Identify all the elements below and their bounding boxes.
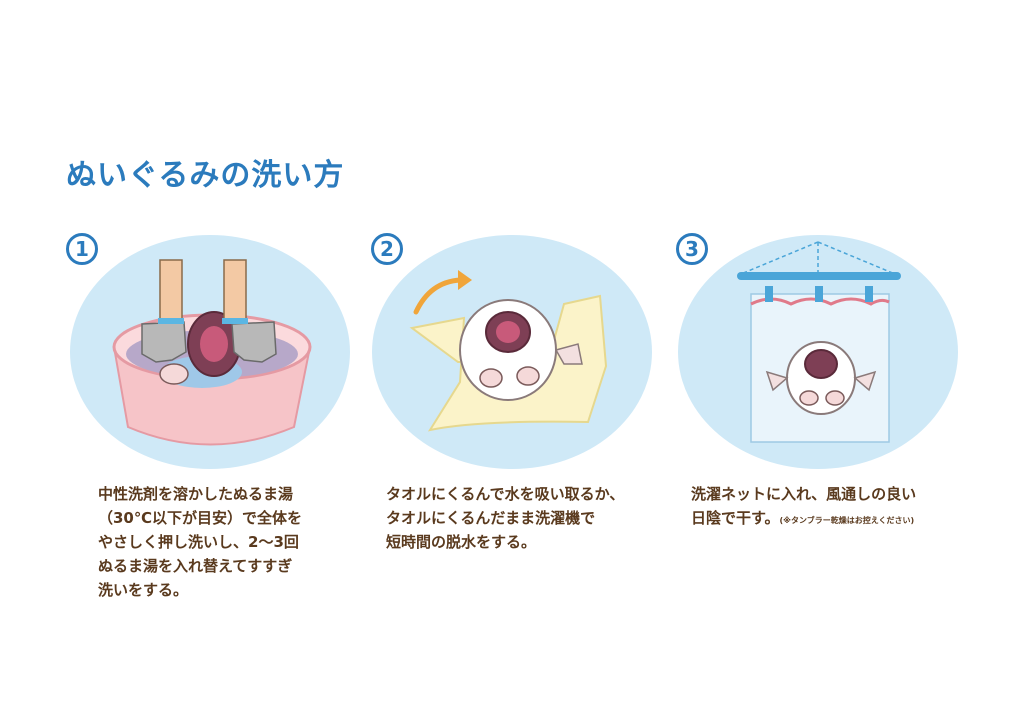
step-3-description: 洗濯ネットに入れ、風通しの良い 日陰で干す。(※タンブラー乾燥はお控えください)	[691, 482, 916, 533]
left-glove-cuff	[158, 318, 184, 324]
clip	[865, 286, 873, 302]
right-glove	[231, 321, 277, 363]
right-glove-cuff	[222, 318, 248, 324]
step-1-description: 中性洗剤を溶かしたぬるま湯 （30℃以下が目安）で全体を やさしく押し洗いし、2…	[98, 482, 302, 602]
clip	[815, 286, 823, 302]
hanger-bar	[737, 272, 901, 280]
plush-mouth-inner	[200, 326, 228, 362]
plush-wing-right	[853, 370, 877, 392]
plush-mouth	[804, 349, 838, 379]
roll-arrow-head	[458, 270, 472, 290]
step-1-line: ぬるま湯を入れ替えてすすぎ	[98, 557, 293, 575]
clip	[765, 286, 773, 302]
plush-foot-right	[825, 390, 845, 406]
step-1-line: やさしく押し洗いし、2〜3回	[98, 533, 299, 551]
plush-wing	[554, 343, 583, 365]
tumble-dry-note: (※タンブラー乾燥はお控えください)	[779, 516, 915, 525]
step-3-line-text: 日陰で干す。	[691, 509, 780, 527]
plush-mouth-inner	[496, 321, 520, 343]
page-title: ぬいぐるみの洗い方	[66, 158, 345, 193]
step-3-illustration	[678, 235, 958, 469]
step-1-illustration	[70, 235, 350, 469]
right-arm	[223, 259, 247, 321]
plush-foot	[159, 363, 189, 385]
step-3-number: 3	[676, 233, 708, 265]
left-arm	[159, 259, 183, 321]
step-2-line: タオルにくるんだまま洗濯機で	[386, 509, 596, 527]
step-1-number: 1	[66, 233, 98, 265]
step-3-line: 洗濯ネットに入れ、風通しの良い	[691, 485, 917, 503]
plush-wing-left	[765, 370, 789, 392]
step-2-line: タオルにくるんで水を吸い取るか、	[386, 485, 625, 503]
step-1-line: （30℃以下が目安）で全体を	[98, 509, 303, 527]
plush-foot-left	[479, 368, 503, 388]
left-glove	[141, 321, 187, 363]
step-1-line: 洗いをする。	[98, 581, 189, 599]
step-2-number: 2	[371, 233, 403, 265]
step-2-line: 短時間の脱水をする。	[386, 533, 537, 551]
plush-foot-left	[799, 390, 819, 406]
plush-foot-right	[516, 366, 540, 386]
step-3-line: 日陰で干す。(※タンブラー乾燥はお控えください)	[691, 506, 916, 533]
roll-arrow	[413, 277, 463, 315]
step-1-line: 中性洗剤を溶かしたぬるま湯	[98, 485, 294, 503]
net-trim	[750, 297, 890, 306]
step-2-description: タオルにくるんで水を吸い取るか、 タオルにくるんだまま洗濯機で 短時間の脱水をす…	[386, 482, 624, 554]
step-2-illustration	[372, 235, 652, 469]
